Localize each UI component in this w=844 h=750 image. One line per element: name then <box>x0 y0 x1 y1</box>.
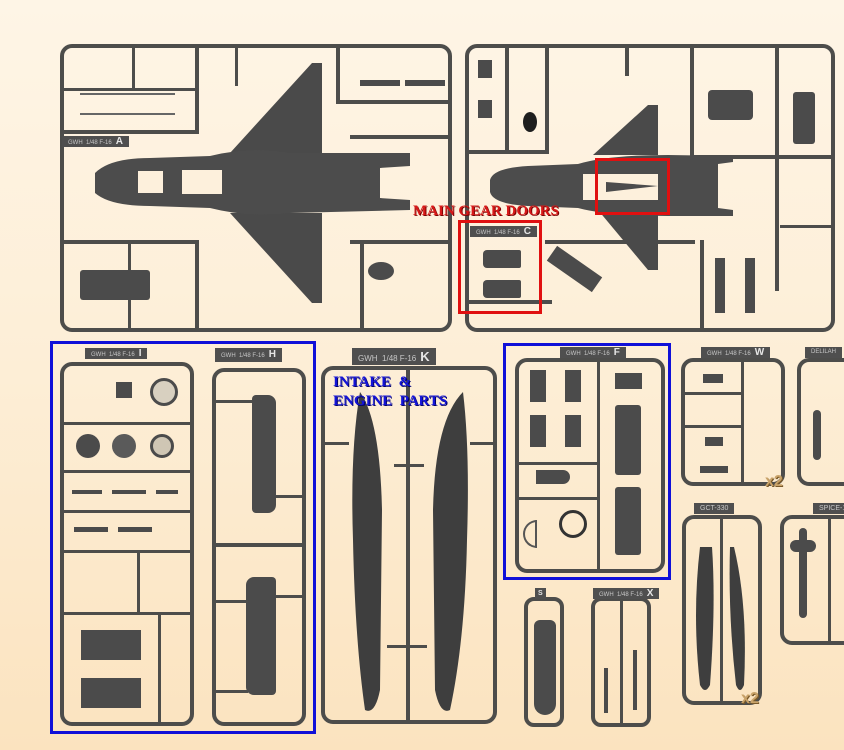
sprue-delilah-label: DELILAH <box>805 347 843 358</box>
highlight-gear-bay <box>595 158 670 215</box>
sprue-spice <box>780 515 844 645</box>
gct-quantity-x2: x2 <box>741 690 759 707</box>
sprue-s-label: S <box>535 588 546 599</box>
main-gear-door-part <box>483 280 521 298</box>
intake-duct-part <box>81 678 141 708</box>
sprue-delilah <box>797 358 844 486</box>
canopy-frame-part <box>80 93 175 95</box>
sprue-c <box>465 44 835 332</box>
engine-exhaust-part <box>615 405 641 475</box>
main-gear-door-part <box>483 250 521 268</box>
intake-trunk-part-right <box>433 392 468 711</box>
small-part <box>360 80 400 86</box>
sprue-h <box>212 368 306 726</box>
main-gear-doors-label: MAIN GEAR DOORS <box>413 203 559 219</box>
cockpit-tub-part <box>80 270 150 300</box>
sprue-gct-330-label: GCT-330 <box>694 503 735 514</box>
highlight-sprue-f <box>503 343 671 580</box>
ring-part <box>559 510 587 538</box>
sprue-i <box>60 362 194 726</box>
spice-bomb-part <box>799 528 807 618</box>
sprue-s <box>524 597 564 727</box>
intake-half-part <box>246 577 276 695</box>
sprue-f <box>515 358 665 573</box>
engine-fan-part <box>150 378 178 406</box>
engine-exhaust-part <box>615 487 641 555</box>
intake-trunk-part-left <box>352 392 382 711</box>
lower-fuselage-part <box>490 105 733 270</box>
sprue-spice-label: SPICE-1000 <box>813 503 844 514</box>
intake-duct-part <box>81 630 141 660</box>
sprue-a <box>60 44 452 332</box>
highlight-sprues-i-h <box>50 341 316 734</box>
intake-half-part <box>252 395 276 513</box>
gct-330-pod-part <box>696 547 745 690</box>
w-quantity-x2: x2 <box>765 473 783 490</box>
sprue-w <box>681 358 785 486</box>
fuel-tank-part <box>534 620 556 715</box>
upper-fuselage-part <box>95 63 410 303</box>
highlight-gear-doors <box>458 220 542 314</box>
intake-engine-parts-label: INTAKE & ENGINE PARTS <box>333 374 448 409</box>
